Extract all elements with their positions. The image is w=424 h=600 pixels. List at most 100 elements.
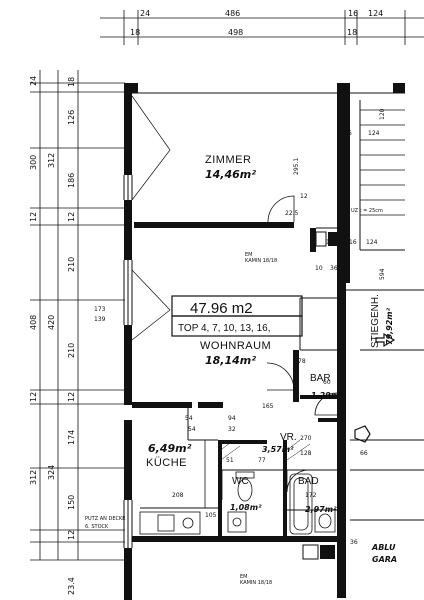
room-wc-area: 1,08m² [230, 503, 262, 512]
dim-36b: 36 [350, 539, 358, 546]
room-wohnraum-name: WOHNRAUM [200, 340, 271, 352]
dim-94: 94 [228, 415, 236, 422]
dim-left-312b: 312 [29, 470, 38, 485]
dim-left-150: 150 [67, 495, 76, 510]
dim-top-486: 486 [225, 9, 240, 18]
dim-60: 60 [323, 379, 331, 386]
dim-top-18b: 18 [347, 28, 357, 37]
summary-top: TOP 4, 7, 10, 13, 16, [178, 323, 270, 334]
dim-54b: 54 [188, 426, 196, 433]
left-dimension-labels: 24 18 126 300 312 186 12 12 210 408 420 … [29, 76, 76, 595]
ud-label: UZ t = 25cm [351, 208, 383, 214]
dim-top-24: 24 [140, 9, 150, 18]
dim-top-18a: 18 [130, 28, 140, 37]
room-vr-name: VR. [280, 432, 297, 443]
dim-left-12b: 12 [67, 212, 76, 222]
room-stiegenhaus-area: 79,92m² [385, 307, 394, 345]
dim-124: 124 [368, 130, 380, 137]
dim-left-408: 408 [29, 315, 38, 330]
dim-left-12c: 12 [29, 392, 38, 402]
dim-left-324: 324 [47, 465, 56, 480]
dim-10: 10 [315, 265, 323, 272]
room-bar-name: BAR [310, 373, 331, 384]
right-arrows [354, 332, 396, 443]
dim-6: 6 [348, 130, 352, 137]
dim-16: 16 [349, 239, 357, 246]
dim-139: 139 [94, 316, 106, 323]
dim-54: 54 [185, 415, 193, 422]
room-zimmer-name: ZIMMER [205, 154, 251, 166]
dim-left-210b: 210 [67, 343, 76, 358]
room-bad-name: BAD [298, 476, 319, 487]
dim-270: 270 [300, 435, 312, 442]
room-stiegenhaus-name: STIEGENH. [370, 294, 381, 348]
dim-51: 51 [226, 457, 234, 464]
dim-66: 66 [360, 450, 368, 457]
deckenhinweis-1: PUTZ AN DECKE [85, 516, 125, 522]
dim-12: 12 [300, 193, 308, 200]
dim-left-12e: 12 [67, 530, 76, 540]
dim-left-312a: 312 [47, 153, 56, 168]
dim-left-174: 174 [67, 430, 76, 445]
dim-left-23-4: 23.4 [67, 577, 76, 595]
label-abluft: ABLU [371, 543, 396, 552]
summary-box [171, 295, 303, 337]
outline-lines [132, 92, 424, 521]
label-garage: GARA [372, 555, 397, 564]
room-zimmer-area: 14,46m² [205, 168, 256, 181]
dim-77: 77 [258, 457, 266, 464]
room-kueche-area: 6,49m² [148, 442, 192, 455]
dim-left-420: 420 [47, 315, 56, 330]
dim-128: 128 [300, 450, 312, 457]
door-swings [221, 195, 338, 500]
deckenhinweis-2: 6. STOCK [85, 524, 109, 530]
walls [124, 83, 405, 600]
dim-left-12d: 12 [67, 392, 76, 402]
dim-124b: 124 [366, 239, 378, 246]
kitchen-fixtures [139, 440, 206, 535]
window-left-middle [123, 260, 133, 325]
room-bad-area: 2,97m² [305, 505, 337, 514]
dim-left-18: 18 [67, 77, 76, 87]
dim-left-126: 126 [67, 110, 76, 125]
dim-top-16: 16 [348, 9, 358, 18]
chimney-lower [302, 544, 335, 560]
dim-165: 165 [262, 403, 274, 410]
dim-36: 36 [330, 265, 338, 272]
window-left-lower [123, 500, 133, 548]
dim-top-124: 124 [368, 9, 383, 18]
dim-594: 594 [379, 268, 386, 280]
room-vr-area: 3,57m² [262, 445, 294, 454]
dim-left-300: 300 [29, 155, 38, 170]
dim-left-12a: 12 [29, 212, 38, 222]
dim-120: 120 [379, 108, 386, 120]
dim-105: 105 [205, 512, 217, 519]
dim-32: 32 [228, 426, 236, 433]
window-left-upper [123, 175, 133, 200]
dim-208: 208 [172, 492, 184, 499]
left-dimension-lines [30, 70, 125, 561]
dim-172: 172 [305, 492, 317, 499]
room-kueche-name: KÜCHE [146, 457, 187, 469]
dim-295: 295.1 [293, 158, 300, 175]
dim-left-186: 186 [67, 173, 76, 188]
dim-173: 173 [94, 306, 106, 313]
dim-top-498: 498 [228, 28, 243, 37]
chimney-upper [315, 231, 337, 247]
dim-225: 22.5 [285, 210, 299, 217]
section-hatch [217, 439, 311, 463]
interior-dimensions: 295.1 173 139 54 94 270 22.5 165 78 60 3… [94, 108, 386, 546]
dim-left-210a: 210 [67, 257, 76, 272]
dim-78: 78 [298, 358, 306, 365]
top-dimension-lines [100, 10, 424, 45]
dim-10b: 10 [326, 239, 334, 246]
window-sash-lines [131, 95, 171, 341]
room-wohnraum-area: 18,14m² [205, 354, 256, 367]
stair-steps [360, 109, 405, 216]
summary-area: 47.96 m2 [190, 300, 253, 317]
room-bar-area: 1,29m² [311, 391, 343, 400]
